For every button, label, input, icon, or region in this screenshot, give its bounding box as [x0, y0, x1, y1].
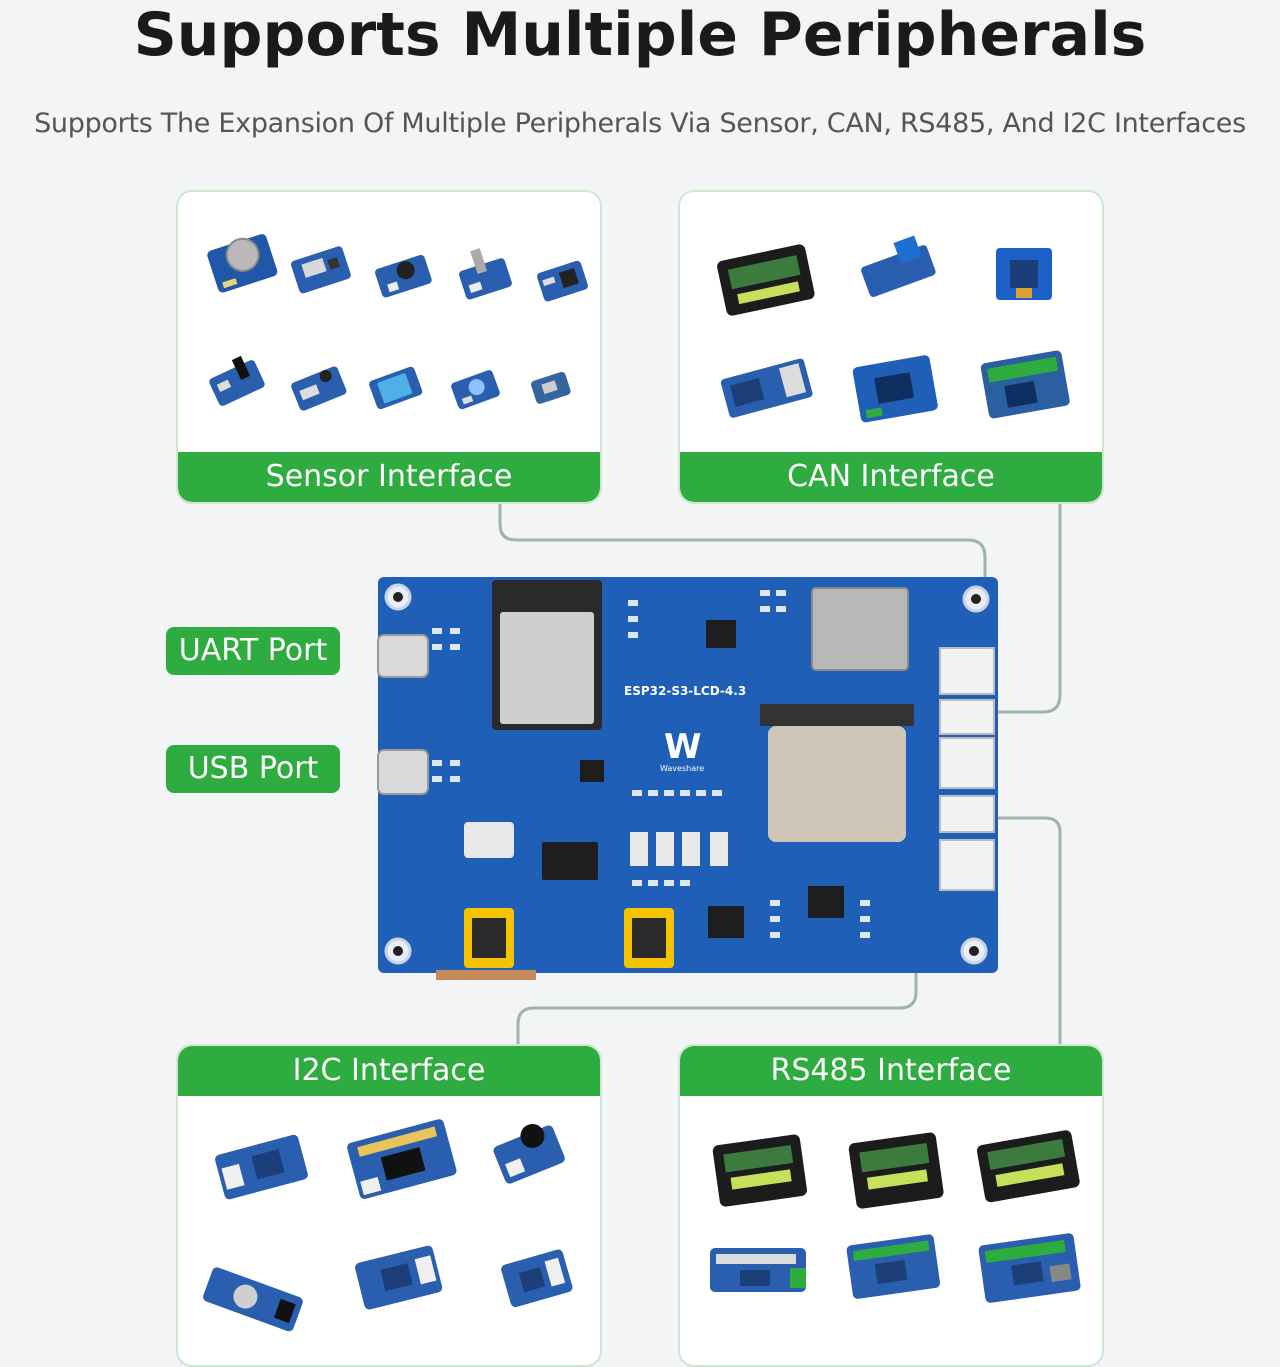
- sensor-module: [459, 248, 512, 300]
- sensor-modules-illustration: [207, 234, 588, 411]
- i2c-connection-line: [516, 760, 985, 1044]
- sensor-interface-panel: Sensor Interface: [176, 190, 602, 504]
- can-interface-label: CAN Interface: [680, 452, 1102, 502]
- rs485-interface-label: RS485 Interface: [680, 1046, 1102, 1096]
- sensor-module: [209, 355, 265, 406]
- rs485-interface-panel: RS485 Interface: [678, 1044, 1104, 1367]
- can-module: [861, 235, 936, 297]
- page-subtitle: Supports The Expansion Of Multiple Perip…: [34, 108, 1246, 139]
- sensor-module: [369, 366, 423, 410]
- i2c-interface-panel: I2C Interface: [176, 1044, 602, 1367]
- sensor-module: [451, 370, 500, 410]
- can-interface-panel: CAN Interface: [678, 190, 1104, 504]
- rs485-connection-line: [985, 816, 1062, 1044]
- sensor-module: [291, 246, 351, 294]
- i2c-connector-dot: [979, 756, 991, 768]
- i2c-module: [215, 1134, 308, 1200]
- i2c-module: [501, 1249, 573, 1308]
- usb-port-label: USB Port: [166, 745, 340, 793]
- i2c-module: [347, 1119, 457, 1199]
- i2c-module: [355, 1245, 443, 1310]
- rs485-module: [712, 1134, 807, 1207]
- can-module: [852, 355, 938, 423]
- rs485-module: [978, 1233, 1081, 1303]
- can-module: [996, 248, 1052, 300]
- i2c-modules-illustration: [203, 1119, 573, 1332]
- sensor-module: [537, 260, 588, 302]
- i2c-module: [493, 1123, 565, 1184]
- rs485-module: [846, 1234, 941, 1299]
- i2c-module: [203, 1267, 303, 1332]
- sensor-connector-dot: [979, 659, 991, 671]
- sensor-interface-label: Sensor Interface: [178, 452, 600, 502]
- can-connection-line: [985, 504, 1062, 714]
- rs485-module: [848, 1132, 944, 1209]
- board-brand-text: Waveshare: [660, 764, 705, 773]
- can-modules-illustration: [717, 235, 1070, 423]
- can-connector-dot: [979, 706, 991, 718]
- rs485-connector-dot: [979, 812, 991, 824]
- can-module: [980, 350, 1070, 419]
- sensor-connection-line: [498, 504, 987, 665]
- can-module: [720, 358, 813, 418]
- uart-port-label: UART Port: [166, 627, 340, 675]
- rs485-modules-illustration: [710, 1130, 1081, 1303]
- page-title: Supports Multiple Peripherals: [133, 0, 1147, 70]
- sensor-module: [207, 234, 278, 293]
- i2c-interface-label: I2C Interface: [178, 1046, 600, 1096]
- sensor-module: [291, 366, 347, 411]
- sensor-module: [531, 371, 571, 404]
- board-model-text: ESP32-S3-LCD-4.3: [624, 684, 747, 698]
- can-module: [717, 244, 815, 316]
- sensor-module: [375, 254, 432, 298]
- rs485-module: [976, 1130, 1080, 1203]
- rs485-module: [710, 1248, 806, 1292]
